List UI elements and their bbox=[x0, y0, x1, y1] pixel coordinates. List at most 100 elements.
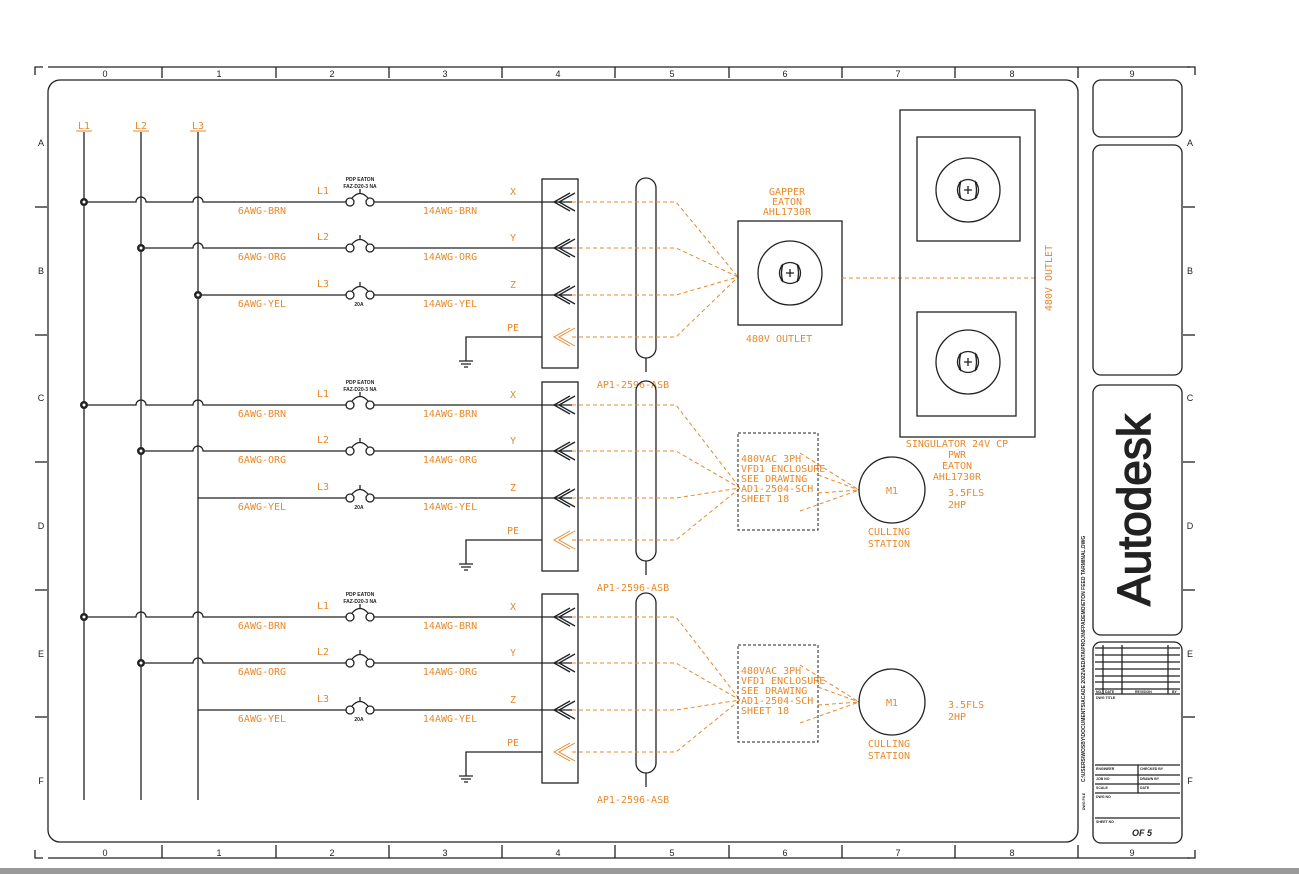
singulator-outlet-top-center-icon bbox=[964, 186, 972, 194]
motor-label: M1 bbox=[886, 486, 898, 497]
scale-label: SCALE bbox=[1096, 786, 1109, 790]
column-label-top: 8 bbox=[1009, 69, 1014, 79]
breaker-contact bbox=[345, 612, 355, 622]
dwg-title-label: DWG TITLE bbox=[1096, 696, 1116, 700]
breaker-contact bbox=[365, 446, 375, 456]
motor-spec: 2HP bbox=[948, 712, 966, 723]
wire-out-label: 14AWG-BRN bbox=[423, 621, 477, 632]
phase-label: L3 bbox=[317, 694, 329, 705]
column-label-bottom: 5 bbox=[669, 848, 674, 858]
row-label-left: C bbox=[38, 393, 45, 403]
terminal-block bbox=[541, 593, 579, 784]
column-label-top: 6 bbox=[782, 69, 787, 79]
gapper-outlet-circle bbox=[757, 240, 823, 306]
signal-line bbox=[572, 276, 739, 338]
column-label-top: 4 bbox=[555, 69, 560, 79]
row-label-left: A bbox=[38, 138, 44, 148]
phase-label: L3 bbox=[317, 279, 329, 290]
wire-in-label: 6AWG-YEL bbox=[238, 299, 286, 310]
engineer-label: ENGINEER bbox=[1096, 767, 1115, 771]
title-box-info bbox=[1092, 641, 1183, 844]
motor-label: M1 bbox=[886, 698, 898, 709]
vfd-label: VFD1 ENCLOSURE bbox=[741, 464, 825, 475]
wire-out-label: 14AWG-BRN bbox=[423, 409, 477, 420]
autodesk-logo: Autodesk bbox=[1108, 413, 1160, 606]
ground-symbol bbox=[459, 539, 542, 571]
ground-symbol bbox=[459, 336, 542, 368]
breaker-rating-label: 20A bbox=[354, 302, 364, 308]
wire-in-label: 6AWG-BRN bbox=[238, 409, 286, 420]
revision-header: NO. bbox=[1096, 690, 1102, 694]
gapper-outlet-box bbox=[737, 220, 843, 326]
cable-label: AP1-2596-ASB bbox=[597, 583, 669, 594]
motor-signal-line bbox=[817, 474, 860, 491]
breaker-arc bbox=[351, 392, 369, 402]
motor-spec: 3.5FLS bbox=[948, 488, 984, 499]
signal-line bbox=[572, 699, 741, 711]
station-label: CULLING bbox=[868, 527, 910, 538]
cable-bundle bbox=[635, 592, 657, 774]
breaker-rating-label: 20A bbox=[354, 505, 364, 511]
pe-label: PE bbox=[507, 526, 519, 537]
breaker-contact bbox=[365, 243, 375, 253]
motor-spec: 3.5FLS bbox=[948, 700, 984, 711]
title-box-top bbox=[1092, 79, 1183, 138]
singulator-outlet-top-pins-icon bbox=[956, 178, 980, 202]
breaker-arc bbox=[351, 282, 369, 292]
column-label-top: 9 bbox=[1129, 69, 1134, 79]
row-label-left: F bbox=[38, 776, 44, 786]
terminal-label: X bbox=[510, 187, 516, 198]
vfd-enclosure-box bbox=[737, 644, 819, 743]
breaker-contact bbox=[365, 705, 375, 715]
pe-chevron bbox=[552, 742, 576, 762]
singulator-outlet-box bbox=[916, 136, 1021, 242]
breaker-contact bbox=[365, 290, 375, 300]
junction-dot-center bbox=[82, 200, 86, 204]
cable-label: AP1-2596-ASB bbox=[597, 380, 669, 391]
phase-wire bbox=[141, 445, 572, 452]
frame-corners bbox=[34, 66, 1196, 859]
motor-signal-line bbox=[817, 489, 860, 494]
wire-out-label: 14AWG-YEL bbox=[423, 502, 477, 513]
terminal-chevron bbox=[552, 192, 576, 212]
gapper-title: EATON bbox=[772, 197, 802, 208]
breaker-contact bbox=[365, 612, 375, 622]
breaker-model-label: FAZ-D20-3 NA bbox=[343, 599, 377, 605]
wire-in-label: 6AWG-BRN bbox=[238, 621, 286, 632]
column-label-bottom: 7 bbox=[895, 848, 900, 858]
sheet-count: OF 5 bbox=[1132, 828, 1153, 838]
terminal-chevron bbox=[552, 441, 576, 461]
column-label-bottom: 8 bbox=[1009, 848, 1014, 858]
terminal-label: X bbox=[510, 390, 516, 401]
singulator-outlet-bottom-center-icon bbox=[964, 358, 972, 366]
terminal-label: Z bbox=[510, 483, 516, 494]
phase-wire bbox=[141, 657, 572, 664]
station-label: STATION bbox=[868, 539, 910, 550]
wire-out-label: 14AWG-ORG bbox=[423, 455, 477, 466]
row-label-right: C bbox=[1187, 393, 1194, 403]
vfd-label: SEE DRAWING bbox=[741, 686, 807, 697]
breaker-contact bbox=[365, 400, 375, 410]
column-label-bottom: 9 bbox=[1129, 848, 1134, 858]
motor-signal-line bbox=[799, 701, 860, 724]
drawn-by-label: DRAWN BY bbox=[1140, 777, 1160, 781]
vfd-label: SHEET 18 bbox=[741, 706, 789, 717]
horizontal-scrollbar[interactable] bbox=[0, 868, 1299, 874]
row-label-right: E bbox=[1187, 649, 1193, 659]
breaker-contact bbox=[365, 658, 375, 668]
breaker-contact bbox=[365, 197, 375, 207]
column-label-bottom: 4 bbox=[555, 848, 560, 858]
junction-dot-center bbox=[82, 403, 86, 407]
terminal-block bbox=[541, 178, 579, 369]
terminal-label: Y bbox=[510, 648, 516, 659]
breaker-arc bbox=[351, 438, 369, 448]
station-label: STATION bbox=[868, 751, 910, 762]
revision-header: BY bbox=[1172, 690, 1178, 694]
breaker-contact bbox=[345, 658, 355, 668]
vfd-label: AD1-2504-SCH bbox=[741, 696, 813, 707]
column-label-top: 3 bbox=[442, 69, 447, 79]
vfd-label: VFD1 ENCLOSURE bbox=[741, 676, 825, 687]
revision-header: DATE bbox=[1105, 690, 1115, 694]
singulator-outlet-top-circle bbox=[935, 157, 1001, 223]
column-label-bottom: 2 bbox=[329, 848, 334, 858]
